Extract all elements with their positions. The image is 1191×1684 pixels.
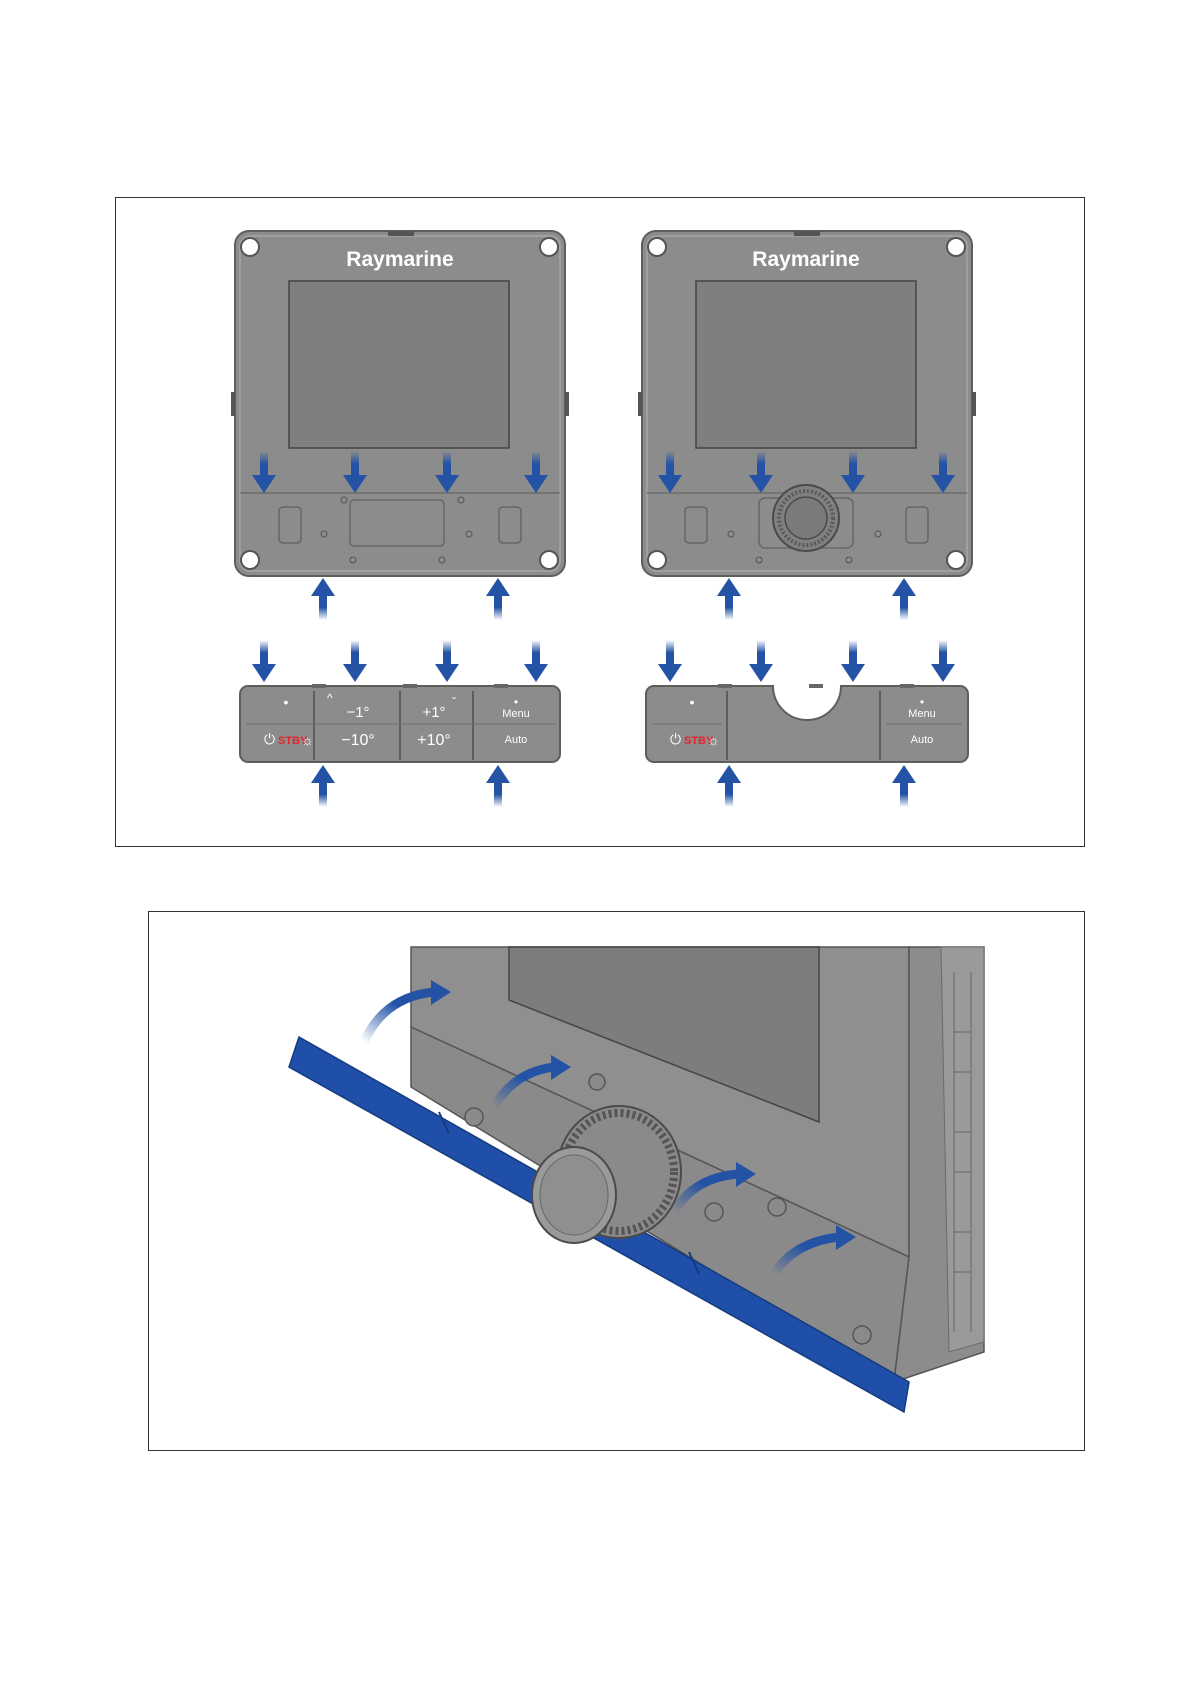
arrow-up-icon [311, 578, 335, 620]
device-right: Raymarine [638, 231, 976, 576]
device-left: Raymarine [231, 231, 569, 576]
brand-logo: Raymarine [752, 248, 859, 271]
arrow-down-icon [749, 640, 773, 682]
key-menu-label: Menu [908, 708, 936, 720]
arrow-up-icon [717, 765, 741, 807]
arrow-down-icon [435, 640, 459, 682]
arrow-down-icon [252, 640, 276, 682]
arrow-down-icon [343, 640, 367, 682]
device-screen [289, 281, 509, 448]
key-plus1-label: +1° [422, 704, 445, 721]
keypad-left: • ⏻ STBY ☼ ^ −1° −10° +1° ˇ +10° • Menu … [240, 684, 560, 762]
key-minus1-label: −1° [346, 704, 369, 721]
screw-hole [540, 551, 558, 569]
arrow-up-icon [486, 765, 510, 807]
brightness-icon: ☼ [707, 732, 720, 748]
arrow-up-icon [892, 765, 916, 807]
arrow-up-icon [486, 578, 510, 620]
chevron-up-icon: ^ [327, 691, 333, 705]
arrow-down-icon [931, 640, 955, 682]
brightness-icon: ☼ [301, 732, 314, 748]
power-icon: ⏻ [264, 731, 275, 747]
svg-text:•: • [690, 694, 695, 710]
svg-text:•: • [284, 694, 289, 710]
arrow-down-icon [658, 640, 682, 682]
keypad-right: • ⏻ STBY ☼ • Menu Auto [646, 684, 968, 762]
screw-hole [947, 238, 965, 256]
arrow-down-icon [524, 640, 548, 682]
front-views-svg: Raymarine • ⏻ STBY ☼ ^ −1° [116, 198, 1086, 848]
chevron-down-icon: ˇ [452, 695, 456, 709]
key-auto-label: Auto [505, 734, 528, 746]
key-menu-label: Menu [502, 708, 530, 720]
arrow-up-icon [892, 578, 916, 620]
key-plus10-label: +10° [417, 732, 451, 749]
screw-hole [540, 238, 558, 256]
key-minus10-label: −10° [341, 732, 375, 749]
screw-hole [241, 238, 259, 256]
device-screen [696, 281, 916, 448]
brand-logo: Raymarine [346, 248, 453, 271]
screw-hole [648, 551, 666, 569]
diagram-front-views: Raymarine • ⏻ STBY ☼ ^ −1° [115, 197, 1085, 847]
perspective-svg [149, 912, 1086, 1452]
arrow-up-icon [311, 765, 335, 807]
diagram-perspective-bezel [148, 911, 1085, 1451]
arrow-down-icon [841, 640, 865, 682]
key-auto-label: Auto [911, 734, 934, 746]
screw-hole [947, 551, 965, 569]
arrow-up-icon [717, 578, 741, 620]
svg-text:•: • [514, 695, 518, 709]
rotary-knob-icon [773, 485, 839, 551]
svg-text:•: • [920, 695, 924, 709]
screw-hole [241, 551, 259, 569]
power-icon: ⏻ [670, 731, 681, 747]
screw-hole [648, 238, 666, 256]
